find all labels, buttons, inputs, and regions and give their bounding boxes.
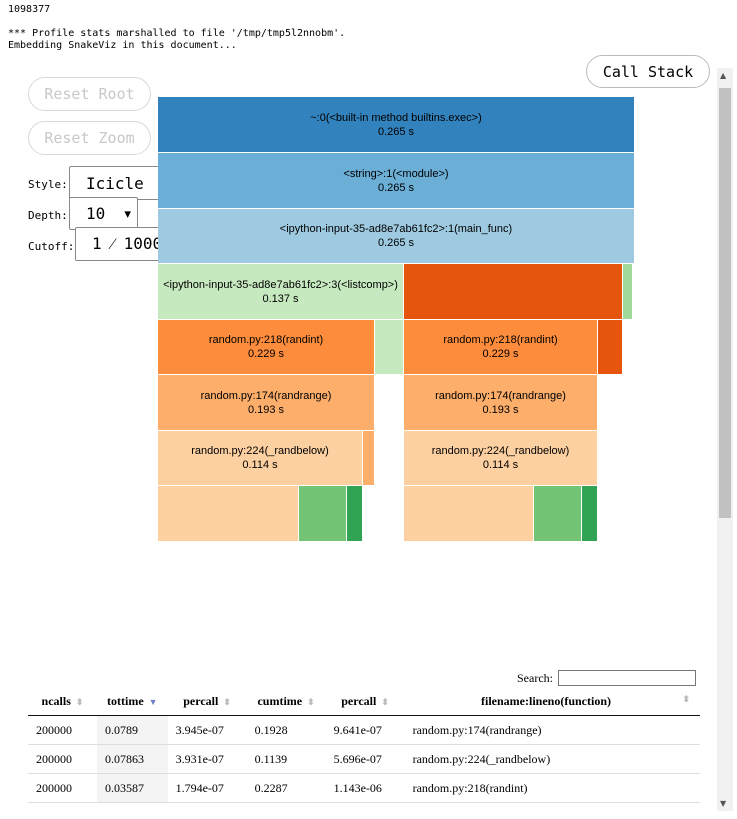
- icicle-block-unlabeled[interactable]: [363, 431, 375, 486]
- icicle-block-randrange[interactable]: random.py:174(randrange)0.193 s: [404, 375, 598, 431]
- icicle-block-string-module[interactable]: <string>:1(<module>)0.265 s: [158, 153, 635, 209]
- cell-tottime: 0.0789: [97, 715, 168, 745]
- table-row[interactable]: 200000 0.07863 3.931e-07 0.1139 5.696e-0…: [28, 744, 700, 774]
- cell-ncalls: 200000: [28, 744, 97, 774]
- scrollbar-thumb[interactable]: [719, 88, 731, 518]
- table-header-row: ncalls⬍ tottime▼ percall⬍ cumtime⬍ perca…: [28, 688, 700, 716]
- depth-select-value: 10: [86, 204, 106, 223]
- cell-filename: random.py:174(randrange): [404, 715, 700, 745]
- icicle-block-unlabeled[interactable]: [158, 486, 299, 542]
- icicle-block-unlabeled[interactable]: [598, 320, 623, 375]
- cell-filename: random.py:218(randint): [404, 773, 700, 803]
- cell-percall-cum: 9.641e-07: [325, 715, 405, 745]
- sort-descending-icon: ▼: [148, 697, 158, 707]
- cell-percall: 1.794e-07: [167, 773, 247, 803]
- cell-percall-cum: 5.696e-07: [325, 744, 405, 774]
- vertical-scrollbar[interactable]: ▲ ▼: [717, 68, 733, 811]
- sort-icon: ⬍: [381, 697, 389, 707]
- scroll-up-icon[interactable]: ▲: [720, 71, 727, 80]
- depth-select[interactable]: 10 ▼: [69, 197, 138, 230]
- cell-cumtime: 0.1928: [246, 715, 326, 745]
- icicle-block-unlabeled[interactable]: [623, 264, 633, 320]
- search-label: Search:: [517, 671, 553, 685]
- reset-root-button[interactable]: Reset Root: [28, 77, 151, 111]
- search-input[interactable]: [558, 670, 696, 686]
- icicle-block-randint[interactable]: random.py:218(randint)0.229 s: [404, 320, 598, 375]
- cell-ncalls: 200000: [28, 715, 97, 745]
- table-row[interactable]: 200000 0.0789 3.945e-07 0.1928 9.641e-07…: [28, 715, 700, 745]
- sort-icon: ⬍: [75, 697, 84, 707]
- icicle-block-randbelow[interactable]: random.py:224(_randbelow)0.114 s: [404, 431, 598, 486]
- column-header-tottime[interactable]: tottime▼: [97, 688, 168, 716]
- icicle-block-unlabeled[interactable]: [582, 486, 598, 542]
- icicle-block-unlabeled[interactable]: [299, 486, 347, 542]
- sort-icon: ⬍: [307, 697, 315, 707]
- icicle-block-randint[interactable]: random.py:218(randint)0.229 s: [158, 320, 375, 375]
- column-header-percall[interactable]: percall⬍: [167, 688, 247, 716]
- table-row[interactable]: 200000 0.03587 1.794e-07 0.2287 1.143e-0…: [28, 773, 700, 803]
- style-label: Style:: [28, 178, 68, 191]
- call-stack-button[interactable]: Call Stack: [586, 55, 710, 88]
- icicle-block-builtins-exec[interactable]: ~:0(<built-in method builtins.exec>)0.26…: [158, 97, 635, 153]
- icicle-block-unlabeled[interactable]: [534, 486, 582, 542]
- icicle-block-unlabeled[interactable]: [404, 264, 623, 320]
- column-header-filename[interactable]: filename:lineno(function)⬍: [404, 688, 700, 716]
- icicle-block-randrange[interactable]: random.py:174(randrange)0.193 s: [158, 375, 375, 431]
- cell-cumtime: 0.1139: [246, 744, 326, 774]
- cell-tottime: 0.03587: [97, 773, 168, 803]
- output-line-number: 1098377: [8, 4, 51, 15]
- chevron-down-icon: ▼: [124, 207, 131, 220]
- stats-table: ncalls⬍ tottime▼ percall⬍ cumtime⬍ perca…: [28, 688, 700, 803]
- cell-percall: 3.945e-07: [167, 715, 247, 745]
- icicle-block-listcomp[interactable]: <ipython-input-35-ad8e7ab61fc2>:3(<listc…: [158, 264, 404, 320]
- output-profile-message: *** Profile stats marshalled to file '/t…: [8, 28, 346, 39]
- cutoff-select-value: 1 ⁄ 1000: [92, 234, 163, 253]
- column-header-percall-cum[interactable]: percall⬍: [325, 688, 405, 716]
- scroll-down-icon[interactable]: ▼: [720, 799, 727, 808]
- cell-filename: random.py:224(_randbelow): [404, 744, 700, 774]
- reset-zoom-button[interactable]: Reset Zoom: [28, 121, 151, 155]
- cell-percall: 3.931e-07: [167, 744, 247, 774]
- cell-tottime: 0.07863: [97, 744, 168, 774]
- icicle-block-main-func[interactable]: <ipython-input-35-ad8e7ab61fc2>:1(main_f…: [158, 209, 635, 264]
- style-select-value: Icicle: [86, 173, 144, 193]
- cell-ncalls: 200000: [28, 773, 97, 803]
- cell-percall-cum: 1.143e-06: [325, 773, 405, 803]
- sort-icon: ⬍: [682, 694, 690, 704]
- cell-cumtime: 0.2287: [246, 773, 326, 803]
- icicle-block-unlabeled[interactable]: [375, 320, 404, 375]
- icicle-block-unlabeled[interactable]: [404, 486, 534, 542]
- depth-label: Depth:: [28, 209, 68, 222]
- column-header-ncalls[interactable]: ncalls⬍: [28, 688, 97, 716]
- cutoff-label: Cutoff:: [28, 240, 75, 253]
- icicle-block-unlabeled[interactable]: [347, 486, 363, 542]
- column-header-cumtime[interactable]: cumtime⬍: [246, 688, 326, 716]
- sort-icon: ⬍: [223, 697, 231, 707]
- output-embed-message: Embedding SnakeViz in this document...: [8, 40, 237, 51]
- icicle-block-randbelow[interactable]: random.py:224(_randbelow)0.114 s: [158, 431, 363, 486]
